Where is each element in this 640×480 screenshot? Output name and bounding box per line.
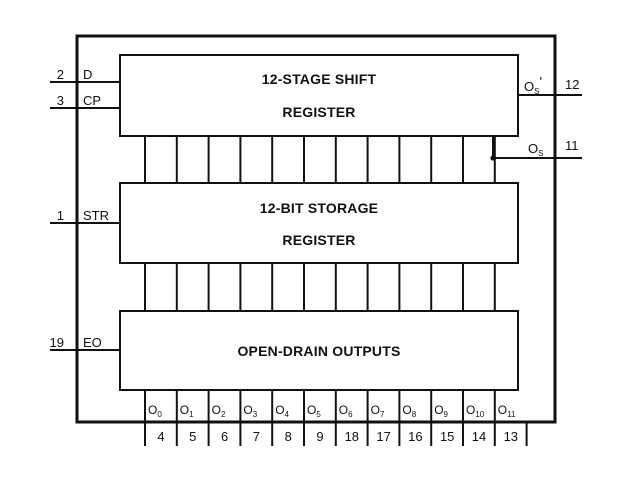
pin-os-prime-number: 12 — [565, 77, 579, 92]
pin-os-prime: OS' 12 — [518, 74, 582, 96]
output-label-o6: O6 — [339, 403, 353, 419]
shift-register-subtitle: REGISTER — [282, 104, 355, 120]
output-pin-number-14: 14 — [472, 429, 486, 444]
output-label-o1: O1 — [180, 403, 194, 419]
output-pin-number-13: 13 — [504, 429, 518, 444]
output-pins: O0 4 O1 5 O2 6 O3 7 O4 8 O5 9 O6 18 O7 17 O8 16 O9 15 O10 14 O… — [144, 390, 528, 446]
output-pin-number-6: 6 — [221, 429, 228, 444]
pin-os-name: OS — [528, 141, 543, 158]
output-label-o4: O4 — [275, 403, 289, 419]
pin-os-number: 11 — [565, 138, 579, 153]
output-label-o5: O5 — [307, 403, 321, 419]
output-label-o9: O9 — [434, 403, 448, 419]
pin-eo: 19 EO — [50, 335, 120, 351]
output-label-o11: O11 — [498, 403, 516, 419]
output-label-o3: O3 — [243, 403, 257, 419]
pin-os-prime-name: OS' — [524, 74, 542, 96]
shift-to-storage-connections — [144, 136, 496, 183]
pin-cp-name: CP — [83, 93, 101, 108]
pin-eo-name: EO — [83, 335, 102, 350]
pin-cp: 3 CP — [50, 93, 120, 109]
pin-str-name: STR — [83, 208, 109, 223]
shift-register-title: 12-STAGE SHIFT — [262, 71, 377, 87]
output-label-o8: O8 — [402, 403, 416, 419]
pin-d-number: 2 — [57, 67, 64, 82]
pin-d: 2 D — [50, 67, 120, 83]
storage-to-output-connections — [144, 263, 496, 311]
storage-register-title: 12-BIT STORAGE — [260, 200, 378, 216]
output-pin-number-7: 7 — [253, 429, 260, 444]
output-pin-number-9: 9 — [316, 429, 323, 444]
pin-cp-number: 3 — [57, 93, 64, 108]
open-drain-outputs-title: OPEN-DRAIN OUTPUTS — [237, 343, 400, 359]
output-label-o2: O2 — [212, 403, 226, 419]
shift-register-block — [119, 54, 519, 137]
pin-eo-number: 19 — [50, 335, 64, 350]
output-label-o10: O10 — [466, 403, 485, 419]
storage-register-block — [119, 182, 519, 264]
output-pin-number-16: 16 — [408, 429, 422, 444]
pin-d-name: D — [83, 67, 92, 82]
package-outline — [75, 34, 557, 424]
output-pin-number-17: 17 — [376, 429, 390, 444]
output-pin-number-8: 8 — [285, 429, 292, 444]
output-label-o7: O7 — [371, 403, 385, 419]
output-pin-number-18: 18 — [345, 429, 359, 444]
pin-os: OS 11 — [490, 136, 582, 161]
storage-register-subtitle: REGISTER — [282, 232, 355, 248]
pin-str-number: 1 — [57, 208, 64, 223]
output-pin-number-15: 15 — [440, 429, 454, 444]
output-pin-number-4: 4 — [157, 429, 164, 444]
output-label-o0: O0 — [148, 403, 162, 419]
output-pin-number-5: 5 — [189, 429, 196, 444]
pin-str: 1 STR — [50, 208, 120, 224]
